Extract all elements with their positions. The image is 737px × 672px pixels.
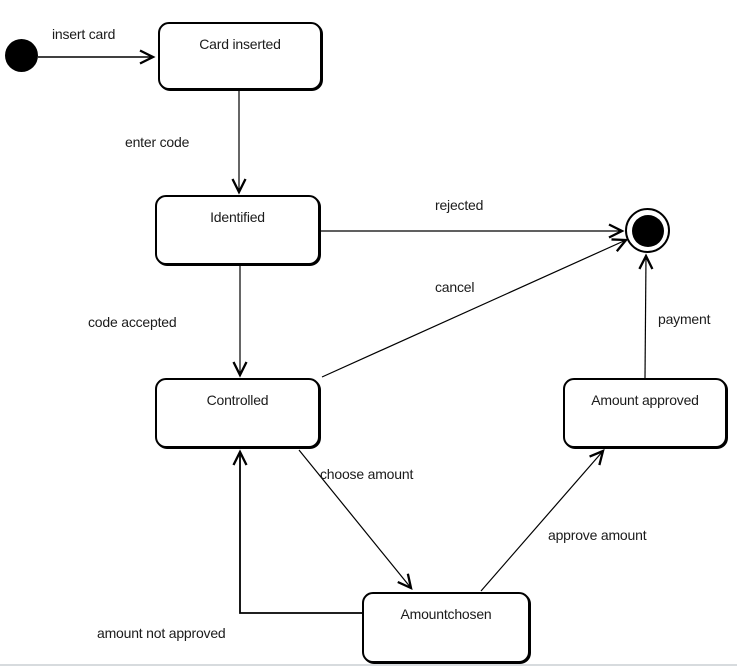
state-controlled: Controlled — [155, 378, 320, 448]
state-label: Controlled — [206, 392, 269, 408]
transition-label-enter-code: enter code — [125, 134, 190, 150]
window-bottom-border — [0, 664, 737, 666]
state-label: Card inserted — [199, 36, 281, 52]
edge-choose-amount — [298, 449, 413, 590]
transition-label-code-accepted: code accepted — [88, 314, 177, 330]
state-label: Identified — [210, 209, 265, 225]
state-amount-approved: Amount approved — [563, 378, 727, 448]
state-label: Amount approved — [591, 392, 699, 408]
edge-cancel — [321, 238, 629, 378]
final-state-dot — [631, 214, 664, 247]
state-amount-chosen: Amountchosen — [362, 592, 530, 663]
final-state-node — [625, 208, 670, 253]
transition-label-payment: payment — [658, 311, 711, 327]
edge-approve-amount — [480, 449, 605, 592]
transition-label-amount-not-approved: amount not approved — [97, 625, 226, 641]
transition-label-cancel: cancel — [435, 279, 475, 295]
edge-amount-not-approved — [232, 449, 362, 614]
transition-label-choose-amount: choose amount — [320, 466, 414, 482]
state-identified: Identified — [155, 195, 320, 265]
transition-label-rejected: rejected — [435, 197, 484, 213]
transition-label-approve-amount: approve amount — [548, 527, 647, 543]
initial-state-node — [5, 39, 38, 72]
transition-label-insert-card: insert card — [52, 26, 116, 42]
state-label: Amountchosen — [400, 606, 492, 622]
edge-payment — [638, 253, 654, 379]
state-card-inserted: Card inserted — [158, 22, 322, 90]
